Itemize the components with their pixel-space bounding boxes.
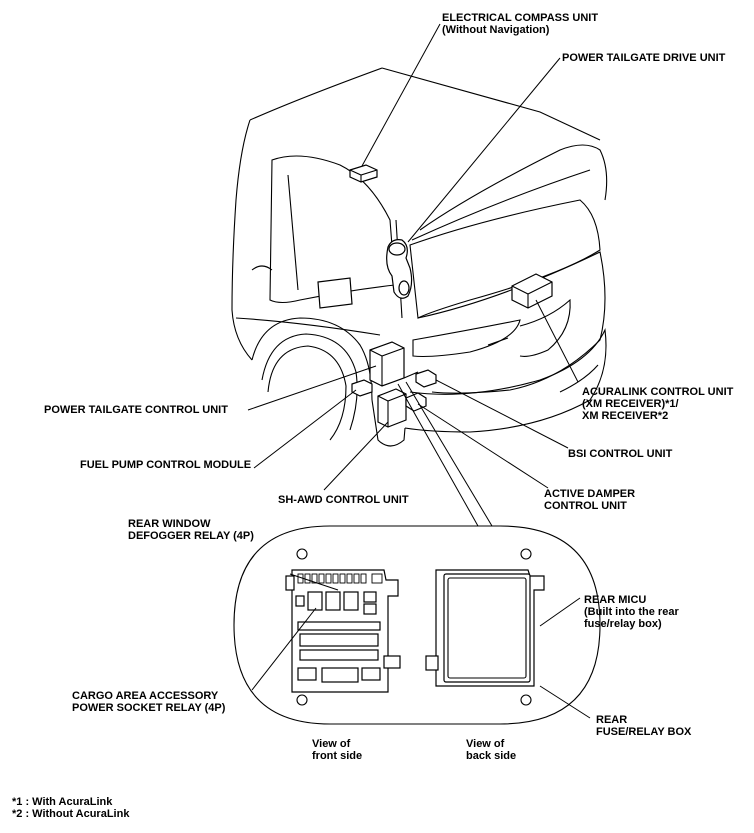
rear-fuse-relay-box-label: REAR FUSE/RELAY BOX [596,714,692,738]
footnote-without-acuralink: *2 : Without AcuraLink [12,808,130,820]
sh-awd-control-unit-label: SH-AWD CONTROL UNIT [278,494,409,506]
electrical-compass-unit-label: ELECTRICAL COMPASS UNIT (Without Navigat… [442,12,599,36]
power-tailgate-drive-unit-label: POWER TAILGATE DRIVE UNIT [562,52,726,64]
fuse-box-front-side [285,569,401,693]
rear-micu-label: REAR MICU (Built into the rear fuse/rela… [584,594,679,630]
cargo-area-accessory-relay-label: CARGO AREA ACCESSORY POWER SOCKET RELAY … [72,690,226,714]
vehicle-outline [231,67,608,447]
footnote-with-acuralink: *1 : With AcuraLink [12,796,113,808]
vehicle-components [317,164,553,428]
acuralink-control-unit-label: ACURALINK CONTROL UNIT (XM RECEIVER)*1/ … [582,386,734,422]
view-front-side-caption: View of front side [312,738,363,762]
detail-bubble [233,525,601,725]
leader-lines [247,23,579,527]
fuse-box-back-side [425,569,545,687]
active-damper-control-unit-label: ACTIVE DAMPER CONTROL UNIT [544,488,636,512]
power-tailgate-control-unit-label: POWER TAILGATE CONTROL UNIT [44,404,228,416]
rear-window-defogger-relay-label: REAR WINDOW DEFOGGER RELAY (4P) [128,518,254,542]
view-back-side-caption: View of back side [466,738,517,762]
bsi-control-unit-label: BSI CONTROL UNIT [568,448,673,460]
fuel-pump-control-module-label: FUEL PUMP CONTROL MODULE [80,459,252,471]
